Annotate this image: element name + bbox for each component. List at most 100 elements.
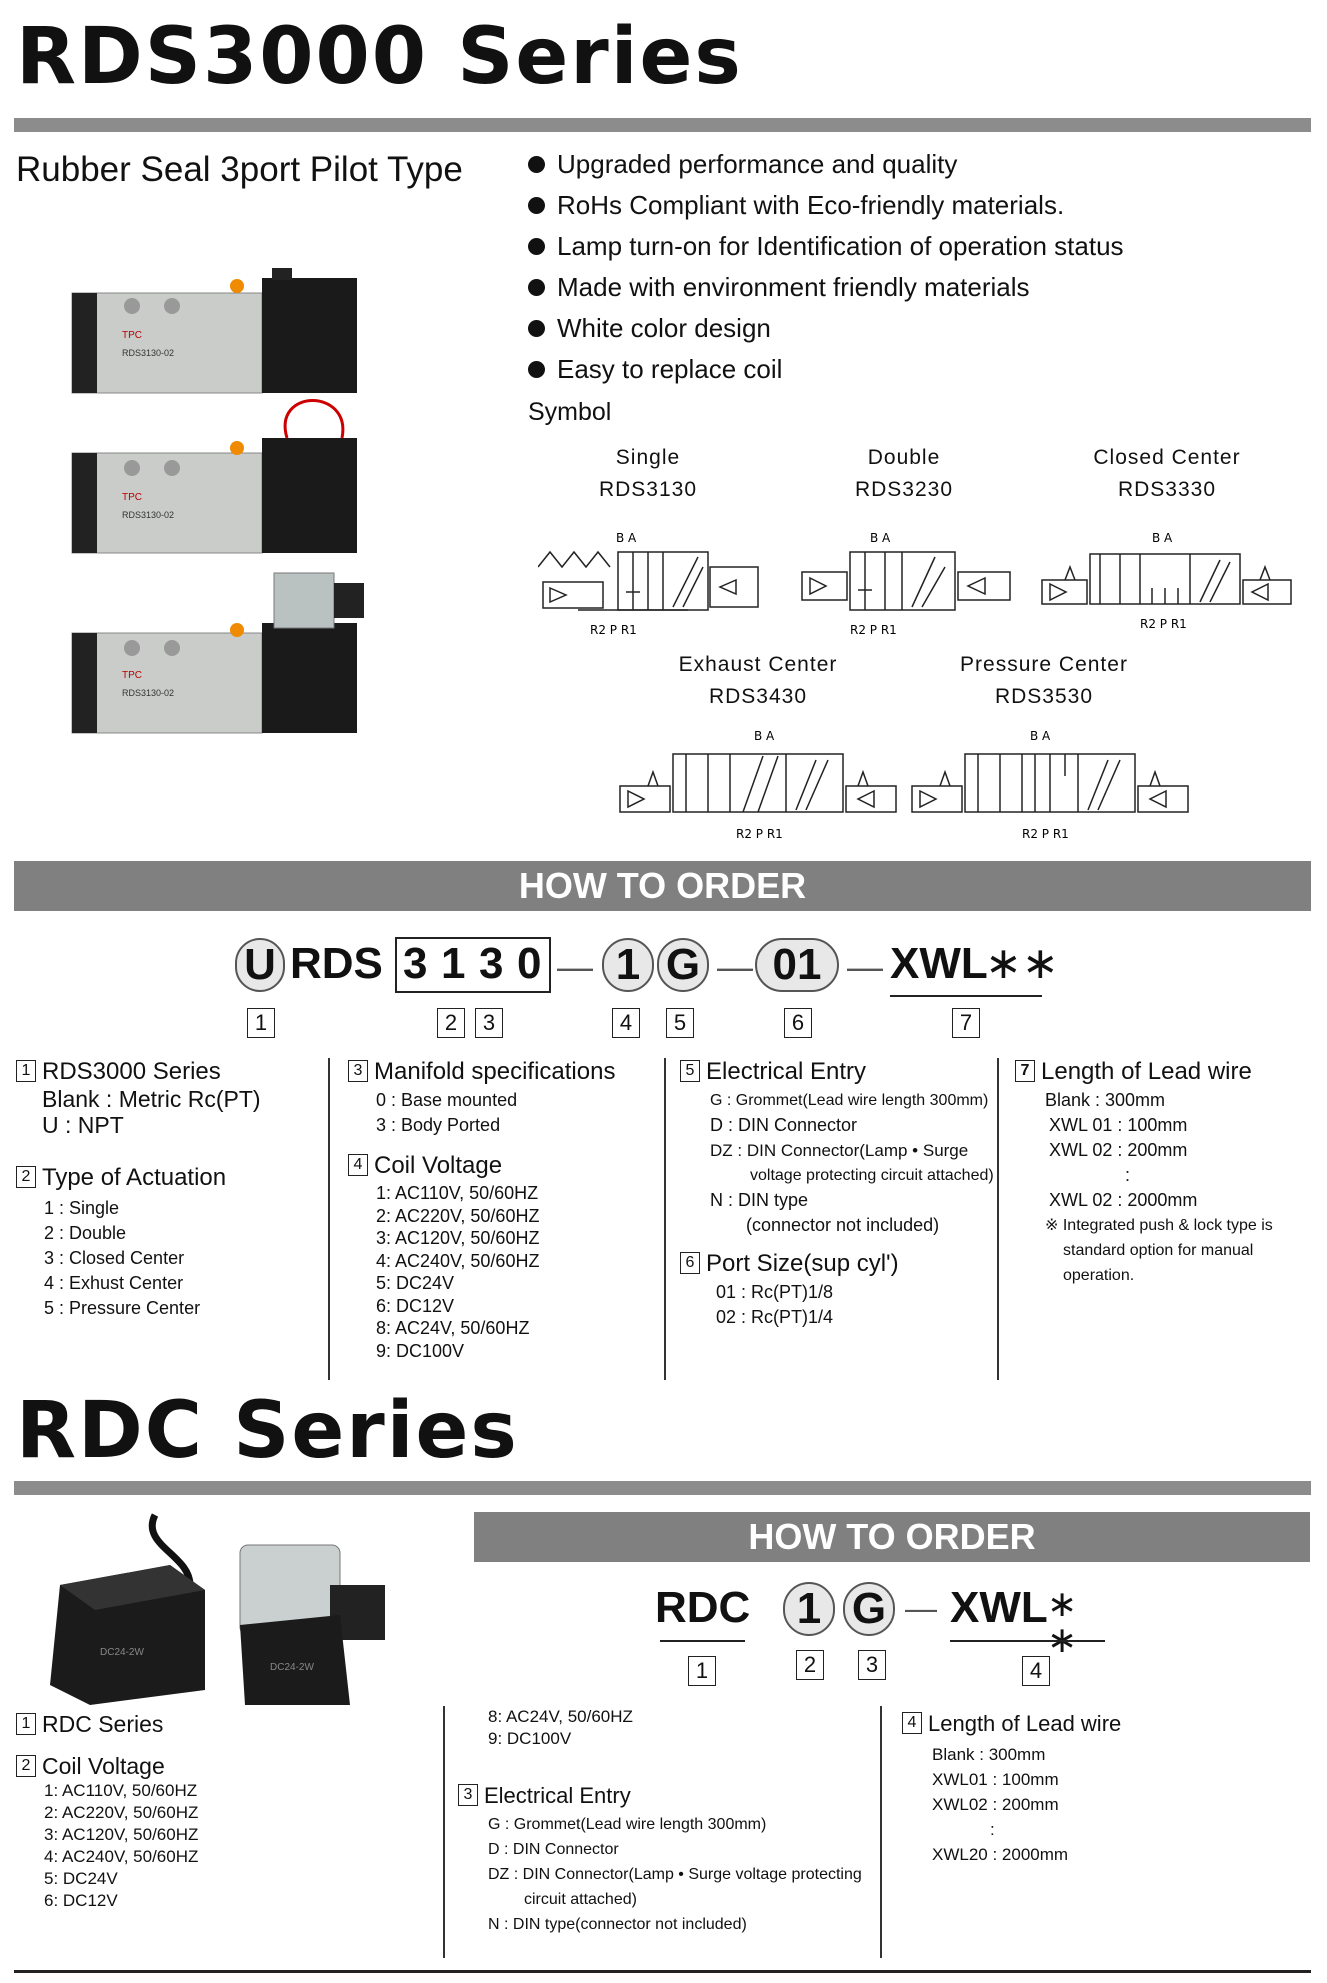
code-digit: 3 bbox=[479, 939, 504, 988]
svg-text:B A: B A bbox=[1152, 531, 1173, 545]
bullet-icon bbox=[528, 196, 545, 214]
xwl-underline bbox=[890, 995, 1042, 997]
rds-how-to-order-bar: HOW TO ORDER bbox=[14, 861, 1311, 911]
valve-image-3: TPC RDS3130-02 bbox=[71, 572, 364, 734]
code-port: 01 bbox=[755, 938, 839, 992]
svg-text:RDS3130-02: RDS3130-02 bbox=[122, 348, 174, 358]
code-prefix-u: U bbox=[235, 938, 285, 992]
code-entry: G bbox=[843, 1582, 895, 1636]
feature-item: Upgraded performance and quality bbox=[528, 144, 1124, 185]
rds-series-title: RDS3000 Series bbox=[16, 12, 743, 102]
feature-item: Easy to replace coil bbox=[528, 349, 1124, 390]
bullet-icon bbox=[528, 278, 545, 296]
title-rule bbox=[14, 1481, 1311, 1495]
column-divider bbox=[664, 1058, 666, 1380]
code-voltage: 1 bbox=[783, 1582, 835, 1636]
code-number: 4 bbox=[1022, 1656, 1050, 1686]
column-divider bbox=[443, 1706, 445, 1958]
code-number: 1 bbox=[247, 1008, 275, 1038]
svg-text:R2 P R1: R2 P R1 bbox=[850, 623, 897, 637]
svg-text:B A: B A bbox=[616, 531, 637, 545]
symbol-diagram-single: B A R2 P R1 bbox=[538, 531, 759, 637]
bullet-icon bbox=[528, 319, 545, 337]
bottom-rule bbox=[14, 1970, 1311, 1973]
feature-item: Lamp turn-on for Identification of opera… bbox=[528, 226, 1124, 267]
code-number: 4 bbox=[612, 1008, 640, 1038]
code-number: 2 bbox=[796, 1650, 824, 1680]
code-rds: RDS bbox=[290, 939, 383, 988]
svg-text:R2 P R1: R2 P R1 bbox=[736, 827, 783, 841]
title-rule bbox=[14, 118, 1311, 132]
code-dash: — bbox=[847, 946, 883, 987]
section-items: Blank : Metric Rc(PT)U : NPT bbox=[42, 1086, 261, 1138]
code-dash: — bbox=[905, 1590, 937, 1626]
svg-text:R2 P R1: R2 P R1 bbox=[1140, 617, 1187, 631]
code-dash: — bbox=[557, 946, 593, 987]
code-stars: ∗∗ bbox=[985, 939, 1059, 988]
code-digit: 3 bbox=[403, 939, 428, 988]
bullet-icon bbox=[528, 360, 545, 378]
symbol-diagram-closed-center: B A R2 P R1 bbox=[1041, 531, 1292, 631]
coil-din-image: DC24-2W bbox=[239, 1544, 385, 1705]
rdc-coil-photo: DC24-2W DC24-2W bbox=[40, 1505, 460, 1705]
feature-list: Upgraded performance and quality RoHs Co… bbox=[528, 144, 1124, 390]
bullet-icon bbox=[528, 155, 545, 173]
svg-text:R2 P R1: R2 P R1 bbox=[590, 623, 637, 637]
valve-image-2: TPC RDS3130-02 bbox=[71, 399, 357, 554]
svg-text:TPC: TPC bbox=[122, 492, 142, 503]
code-number: 3 bbox=[858, 1650, 886, 1680]
rdc-how-to-order-bar: HOW TO ORDER bbox=[474, 1512, 1310, 1562]
feature-item: RoHs Compliant with Eco-friendly materia… bbox=[528, 185, 1124, 226]
svg-text:DC24-2W: DC24-2W bbox=[270, 1662, 314, 1673]
xwl-underline bbox=[950, 1640, 1105, 1642]
code-xwl: XWL bbox=[950, 1583, 1048, 1632]
manual-operation-note: ※ Integrated push & lock type is standar… bbox=[1045, 1217, 1273, 1284]
svg-text:TPC: TPC bbox=[122, 330, 142, 341]
code-box bbox=[395, 937, 551, 993]
code-dash: — bbox=[717, 946, 753, 987]
valve-image-1: TPC RDS3130-02 bbox=[71, 268, 357, 394]
coil-grommet-image: DC24-2W bbox=[50, 1513, 205, 1705]
code-xwl: XWL bbox=[890, 939, 988, 988]
svg-text:B A: B A bbox=[754, 729, 775, 743]
section-items: G : Grommet(Lead wire length 300mm) D : … bbox=[710, 1092, 994, 1235]
code-number: 5 bbox=[666, 1008, 694, 1038]
code-number: 3 bbox=[475, 1008, 503, 1038]
code-entry: G bbox=[657, 938, 709, 992]
section-items: Blank : 300mm XWL01 : 100mm XWL02 : 200m… bbox=[932, 1745, 1069, 1864]
rds-subtitle: Rubber Seal 3port Pilot Type bbox=[16, 150, 463, 189]
rdc-series-title: RDC Series bbox=[16, 1386, 519, 1476]
symbol-diagram-exhaust-center: B A R2 P R1 bbox=[619, 729, 897, 841]
code-actuation: 1 bbox=[602, 938, 654, 992]
svg-text:R2 P R1: R2 P R1 bbox=[1022, 827, 1069, 841]
code-number: 6 bbox=[784, 1008, 812, 1038]
section-items: 8: AC24V, 50/60HZ 9: DC100V bbox=[488, 1707, 633, 1748]
code-digit: 1 bbox=[441, 939, 466, 988]
code-stars: ∗ ∗ bbox=[1047, 1583, 1078, 1660]
svg-text:TPC: TPC bbox=[122, 670, 142, 681]
svg-text:RDS3130-02: RDS3130-02 bbox=[122, 510, 174, 520]
bullet-icon bbox=[528, 237, 545, 255]
